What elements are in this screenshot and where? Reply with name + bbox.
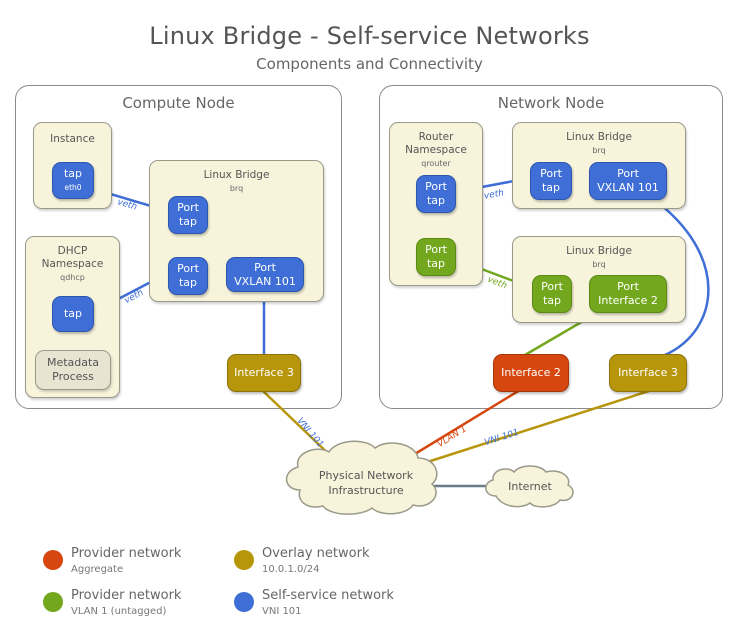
- dhcp-label: DHCP Namespace qdhcp: [26, 245, 119, 284]
- router-port-line2: tap: [426, 194, 446, 207]
- router-sub: qrouter: [421, 159, 451, 168]
- physical-network-cloud: [285, 440, 438, 515]
- legend-swatch-3: [234, 592, 254, 612]
- dhcp-sub: qdhcp: [60, 273, 85, 282]
- instance-label: Instance: [50, 133, 95, 145]
- physical-line1: Physical Network: [318, 469, 414, 482]
- compute-port-tap-1[interactable]: Port tap: [168, 196, 208, 234]
- metadata-line1: Metadata: [46, 356, 100, 369]
- legend-title-3: Self-service network: [262, 588, 394, 603]
- bridge2-label: Linux Bridge brq: [513, 245, 685, 271]
- vlan1-link: [404, 388, 521, 462]
- compute-port1-line2: tap: [178, 215, 198, 228]
- bridge2-sub: brq: [592, 260, 606, 269]
- dhcp-label-1: DHCP: [57, 245, 88, 257]
- bridge1-port-line1: Port: [540, 167, 562, 180]
- legend-sub-2: VLAN 1 (untagged): [71, 606, 167, 617]
- bridge2-port-tap[interactable]: Port tap: [532, 275, 572, 313]
- instance-tap[interactable]: tap eth0: [52, 162, 94, 199]
- legend-title-1: Overlay network: [262, 546, 370, 561]
- bridge1-port-line2: tap: [541, 181, 561, 194]
- bridge1-title: Linux Bridge: [566, 131, 632, 143]
- metadata-process[interactable]: Metadata Process: [35, 350, 111, 390]
- compute-port-tap-2[interactable]: Port tap: [168, 257, 208, 295]
- physical-line2: Infrastructure: [328, 484, 404, 497]
- router-port-line1: Port: [425, 180, 447, 193]
- compute-port1-line1: Port: [177, 201, 199, 214]
- bridge2-port-interface2[interactable]: Port Interface 2: [589, 275, 667, 313]
- physical-network-label: Physical Network Infrastructure: [300, 468, 432, 498]
- internet-cloud: [485, 465, 574, 508]
- legend-swatch-0: [43, 550, 63, 570]
- legend-swatch-2: [43, 592, 63, 612]
- instance-tap-sub: eth0: [64, 182, 82, 192]
- router-label-1: Router: [418, 131, 454, 143]
- compute-port2-line1: Port: [177, 262, 199, 275]
- router-label: Router Namespace qrouter: [390, 131, 482, 170]
- compute-vxlan-line2: VXLAN 101: [234, 274, 296, 288]
- dhcp-tap-label: tap: [63, 307, 83, 320]
- bridge2-port-line1: Port: [541, 280, 563, 293]
- dhcp-tap[interactable]: tap: [52, 296, 94, 332]
- bridge1-port-vxlan[interactable]: Port VXLAN 101: [589, 162, 667, 200]
- overlay-link-network: [417, 388, 653, 467]
- legend-swatch-1: [234, 550, 254, 570]
- router-label-2: Namespace: [405, 144, 467, 156]
- network-interface-2[interactable]: Interface 2: [493, 354, 569, 392]
- metadata-line2: Process: [52, 370, 94, 383]
- overlay-link-compute: [262, 390, 336, 461]
- bridge1-vx-line2: VXLAN 101: [597, 181, 659, 194]
- legend-title-2: Provider network: [71, 588, 182, 603]
- internet-label: Internet: [508, 480, 552, 493]
- network-iface3-label: Interface 3: [618, 366, 678, 379]
- compute-node-title: Compute Node: [122, 94, 235, 112]
- bridge2-if-line2: Interface 2: [598, 294, 658, 307]
- bridge2-port-line2: tap: [542, 294, 562, 307]
- vxlan-interface3-network-link: [651, 196, 710, 357]
- bridge1-port-tap[interactable]: Port tap: [530, 162, 572, 200]
- compute-bridge-title: Linux Bridge: [203, 169, 270, 181]
- compute-vxlan-line1: Port: [254, 260, 276, 274]
- compute-iface3-label: Interface 3: [234, 366, 294, 379]
- router-port-tap[interactable]: Port tap: [416, 175, 456, 213]
- diagram-subtitle: Components and Connectivity: [256, 55, 483, 73]
- instance-tap-label: tap: [63, 166, 83, 180]
- compute-interface-3[interactable]: Interface 3: [227, 354, 301, 392]
- legend-title-0: Provider network: [71, 546, 182, 561]
- dhcp-label-2: Namespace: [41, 258, 104, 270]
- network-interface-3[interactable]: Interface 3: [609, 354, 687, 392]
- router-green-port-tap[interactable]: Port tap: [416, 238, 456, 276]
- legend-item-1: Overlay network 10.0.1.0/24: [262, 546, 369, 578]
- diagram-title: Linux Bridge - Self-service Networks: [149, 22, 590, 50]
- legend-sub-0: Aggregate: [71, 564, 124, 575]
- legend-sub-3: VNI 101: [262, 606, 302, 617]
- legend-sub-1: 10.0.1.0/24: [262, 564, 320, 575]
- network-node-title: Network Node: [497, 94, 605, 112]
- router-green-line1: Port: [425, 243, 447, 256]
- bridge2-if-line1: Port: [617, 280, 639, 293]
- compute-bridge-sub: brq: [229, 184, 244, 193]
- compute-port-vxlan[interactable]: Port VXLAN 101: [226, 257, 304, 292]
- bridge2-title: Linux Bridge: [566, 245, 632, 257]
- bridge1-label: Linux Bridge brq: [513, 131, 685, 157]
- network-iface2-label: Interface 2: [501, 366, 561, 379]
- bridge1-vx-line1: Port: [617, 167, 639, 180]
- bridge1-sub: brq: [592, 146, 606, 155]
- router-green-line2: tap: [426, 257, 446, 270]
- compute-bridge-label: Linux Bridge brq: [150, 169, 323, 195]
- compute-port2-line2: tap: [178, 276, 198, 289]
